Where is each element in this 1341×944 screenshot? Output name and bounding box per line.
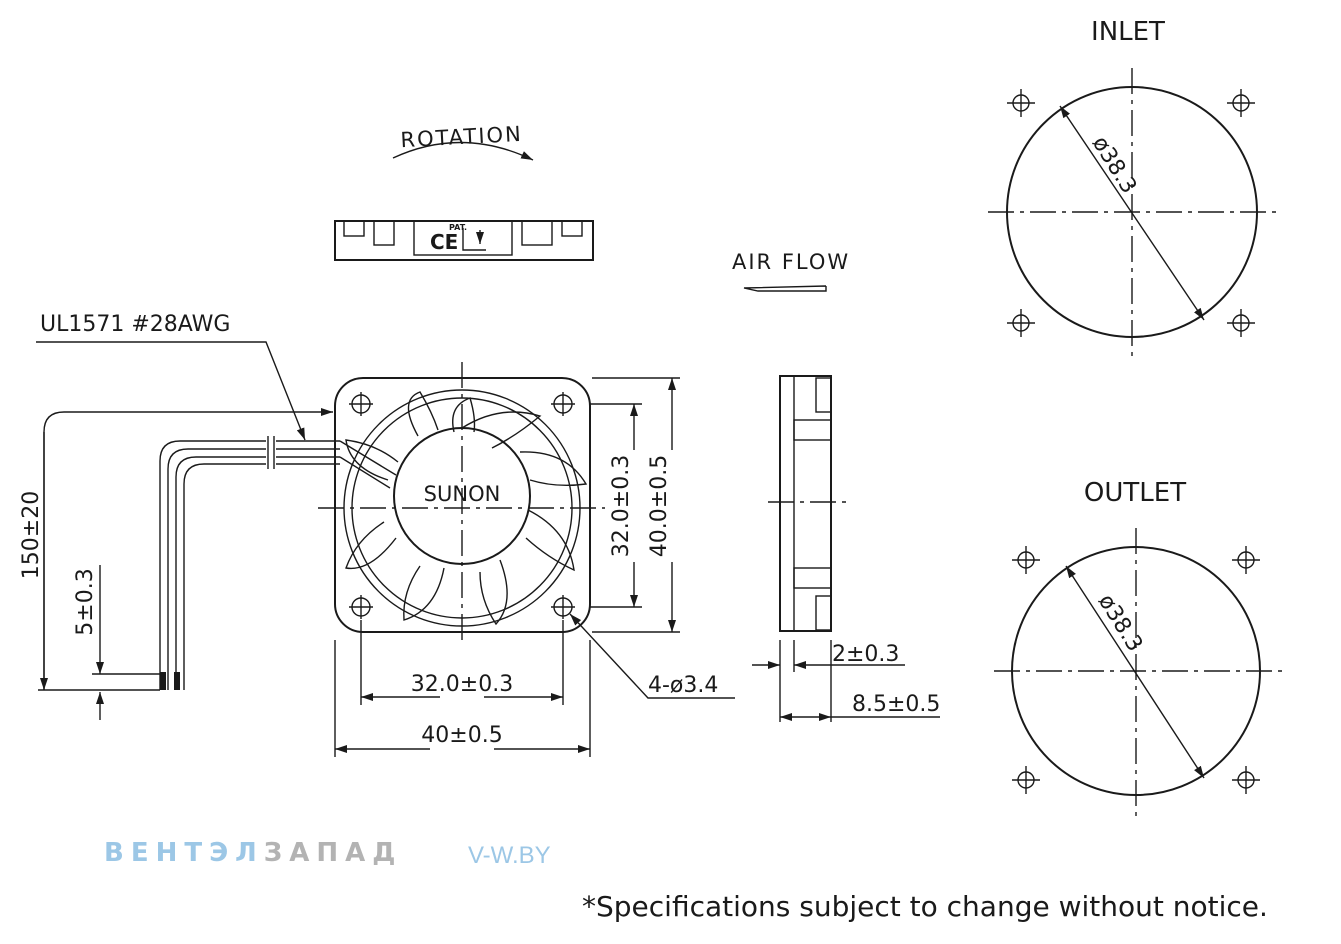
mount-holes-value: 4-ø3.4	[648, 673, 718, 698]
outlet-diameter-value: ø38.3	[1093, 590, 1147, 656]
outlet-view: OUTLET ø38.3	[994, 478, 1288, 818]
frame-width-dimension: 40±0.5	[334, 640, 591, 757]
footer-notice: *Specifications subject to change withou…	[582, 890, 1268, 923]
watermark-brand-part2: ЗАПАД	[263, 838, 403, 868]
fan-front-view: SUNON	[318, 362, 605, 645]
flange-value: 2±0.3	[832, 642, 899, 667]
hole-spacing-h-dimension: 32.0±0.3	[360, 620, 564, 705]
fan-top-view: CE PAT.	[334, 220, 594, 261]
pat-mark: PAT.	[449, 223, 467, 232]
rotation-label: ROTATION	[400, 122, 523, 152]
flange-dimension: 2±0.3	[752, 640, 905, 722]
thickness-dimension: 8.5±0.5	[780, 640, 940, 722]
fan-blades	[345, 391, 588, 626]
strip-length-value: 5±0.3	[73, 568, 98, 635]
outlet-holes	[1012, 546, 1260, 794]
ce-mark: CE	[430, 230, 458, 254]
lead-wires	[159, 436, 397, 690]
thickness-value: 8.5±0.5	[852, 692, 940, 717]
wire-spec-label: UL1571 #28AWG	[40, 312, 230, 337]
inlet-holes	[1007, 89, 1255, 337]
watermark-brand-part1: ВЕНТЭЛ	[104, 838, 264, 868]
frame-width-value: 40±0.5	[421, 723, 502, 748]
frame-height-value: 40.0±0.5	[647, 455, 672, 557]
mounting-holes	[349, 392, 575, 619]
inlet-view: INLET ø38.3	[988, 17, 1280, 358]
wire-callout: UL1571 #28AWG	[36, 312, 306, 441]
fan-side-view	[768, 375, 848, 632]
lead-length-value: 150±20	[19, 491, 44, 579]
hole-spacing-v-value: 32.0±0.3	[609, 455, 634, 557]
rotation-indicator: ROTATION	[392, 122, 534, 161]
air-flow-indicator: AIR FLOW	[732, 250, 850, 292]
strip-length-dimension: 5±0.3	[73, 565, 160, 720]
lead-length-dimension: 150±20	[19, 408, 333, 691]
air-flow-label: AIR FLOW	[732, 250, 850, 274]
watermark-brand: ВЕНТЭЛЗАПАД	[104, 838, 402, 868]
inlet-diameter-value: ø38.3	[1087, 132, 1141, 198]
hole-spacing-v-dimension: 32.0±0.3	[590, 403, 642, 608]
outlet-title: OUTLET	[1084, 478, 1186, 508]
hole-spacing-h-value: 32.0±0.3	[411, 672, 513, 697]
watermark-site: V-W.BY	[468, 842, 551, 869]
mount-holes-callout: 4-ø3.4	[569, 613, 735, 699]
inlet-title: INLET	[1091, 17, 1165, 47]
frame-height-dimension: 40.0±0.5	[592, 377, 680, 633]
